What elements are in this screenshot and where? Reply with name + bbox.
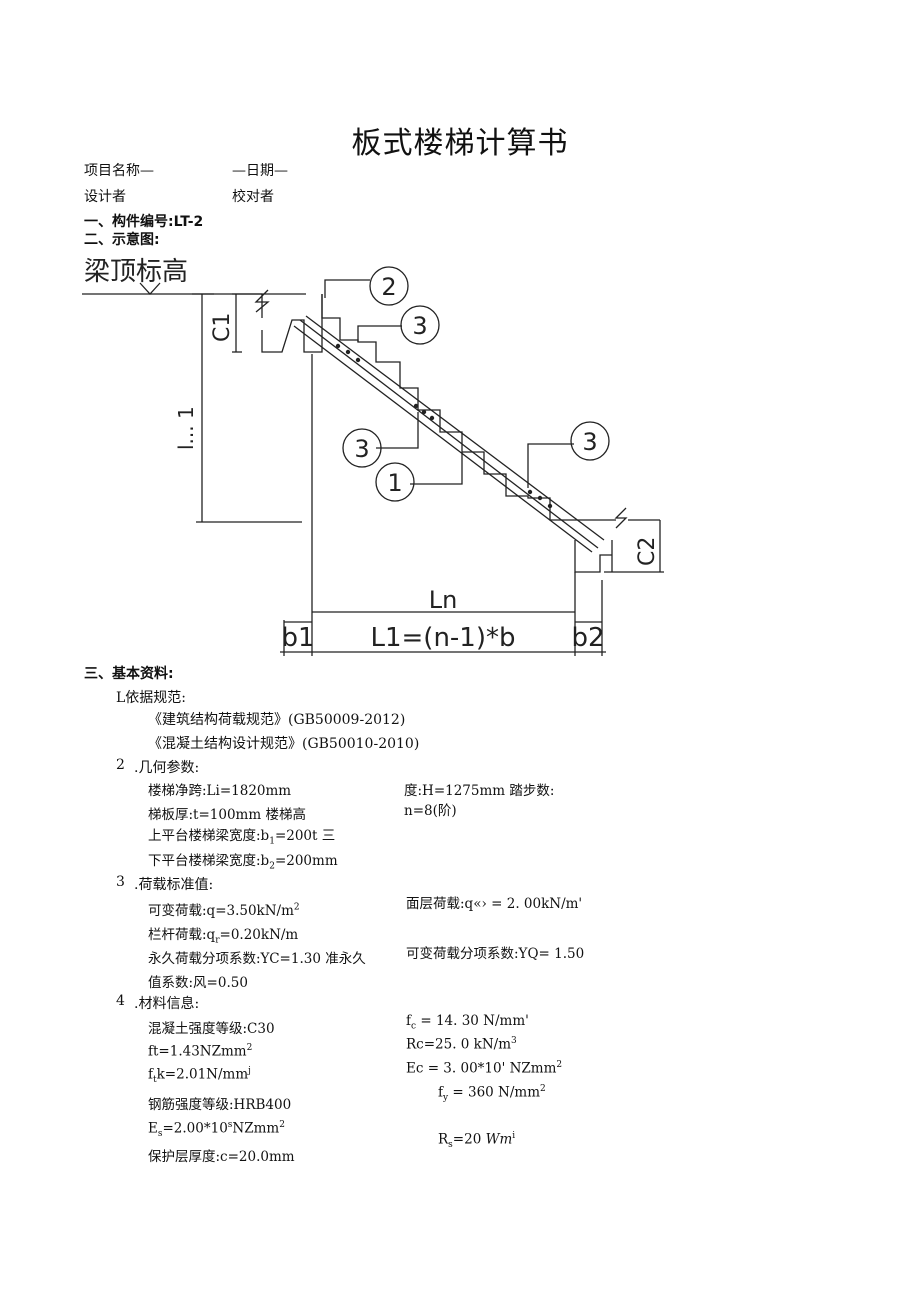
stair-slab-bottom — [299, 319, 599, 549]
stair-diagram: 梁顶标高 2 3 3 1 3 C1 C2 l... 1 Ln b1 L1=(n-… — [82, 257, 664, 656]
ft-value: ft=1.43NZmm2 — [148, 1043, 253, 1060]
b2-label: b2 — [571, 623, 604, 653]
surface-load: 面层荷载:q«› = 2. 00kN/m' — [406, 896, 583, 912]
leader-2 — [324, 279, 370, 298]
lower-break-mark — [614, 507, 628, 529]
level-triangle-icon — [139, 282, 161, 295]
quasi-permanent-factor: 值系数:风=0.50 — [148, 975, 248, 991]
rc-value: Rc=25. 0 kN/m3 — [406, 1036, 517, 1053]
designer-label: 设计者 — [84, 189, 126, 205]
callout-circle-3a — [400, 305, 440, 345]
permanent-load-factor: 永久荷载分项系数:YC=1.30 准永久 — [148, 951, 366, 967]
ftk-value: ftk=2.01N/mmj — [148, 1066, 251, 1086]
date-label: —日期— — [232, 163, 288, 179]
stair-slab-rebar — [293, 325, 593, 553]
upper-beam-outline — [261, 294, 323, 353]
stair-height: 度:H=1275mm 踏步数: — [404, 783, 555, 799]
ec-value: Ec = 3. 00*10' NZmm2 — [406, 1060, 563, 1077]
height-label: l... 1 — [174, 406, 198, 450]
geometry-heading: .几何参数: — [134, 760, 200, 776]
l1-formula-label: L1=(n-1)*b — [370, 623, 515, 653]
code-load-spec: 《建筑结构荷载规范》(GB50009-2012) — [148, 712, 406, 728]
section-basic-data-heading: 三、基本资料: — [84, 666, 174, 682]
rs-value: Rs=20 Wmi — [438, 1131, 516, 1151]
c2-label: C2 — [635, 537, 660, 566]
variable-load-factor: 可变荷载分项系数:YQ= 1.50 — [406, 946, 585, 962]
variable-load: 可变荷载:q=3.50kN/m2 — [148, 902, 300, 920]
section-diagram-heading: 二、示意图: — [84, 232, 160, 248]
steel-grade: 钢筋强度等级:HRB400 — [148, 1097, 292, 1113]
section-component-id: 一、构件编号:LT-2 — [84, 214, 204, 230]
stair-upper-steps — [321, 294, 580, 521]
stair-span: 楼梯净跨:Li=1820mm — [148, 783, 292, 799]
callout-2-text: 2 — [381, 273, 396, 301]
slab-thickness: 梯板厚:t=100mm 楼梯高 — [148, 807, 306, 823]
callout-circle-3c — [570, 421, 610, 461]
upper-beam-width: 上平台楼梯梁宽度:b1=200t 三 — [148, 828, 336, 847]
geometry-number: 2 — [116, 757, 125, 773]
project-name-label: 项目名称— — [84, 163, 154, 179]
lower-beam-outline — [574, 519, 660, 573]
callout-circle-1 — [375, 462, 415, 502]
beam-top-label: 梁顶标高 — [84, 257, 188, 287]
callout-circle-3b — [342, 428, 382, 468]
loads-number: 3 — [116, 874, 125, 890]
callout-circle-2 — [369, 266, 409, 306]
c1-label: C1 — [210, 313, 235, 342]
fc-value: fc = 14. 30 N/mm' — [406, 1013, 529, 1032]
concrete-grade: 混凝土强度等级:C30 — [148, 1021, 275, 1037]
callout-3c-text: 3 — [582, 428, 597, 456]
callout-1-text: 1 — [387, 469, 402, 497]
step-count: n=8(阶) — [404, 803, 457, 819]
materials-number: 4 — [116, 993, 125, 1009]
railing-load: 栏杆荷载:qr=0.20kN/m — [148, 927, 299, 946]
leader-1 — [410, 452, 463, 485]
materials-heading: .材料信息: — [134, 996, 200, 1012]
basis-heading: L依据规范: — [116, 690, 187, 706]
ln-label: Ln — [429, 586, 458, 614]
checker-label: 校对者 — [232, 189, 274, 205]
leader-3c — [527, 443, 574, 488]
es-value: Es=2.00*10sNZmm2 — [148, 1120, 285, 1140]
b1-label: b1 — [281, 623, 314, 653]
page-title: 板式楼梯计算书 — [351, 126, 569, 161]
code-concrete-spec: 《混凝土结构设计规范》(GB50010-2010) — [148, 736, 420, 752]
leader-3b — [376, 412, 419, 449]
lower-beam-width: 下平台楼梯梁宽度:b2=200mm — [148, 853, 338, 872]
fy-value: fy = 360 N/mm2 — [438, 1084, 546, 1104]
callout-3b-text: 3 — [354, 435, 369, 463]
upper-break-mark — [254, 289, 270, 313]
loads-heading: .荷载标准值: — [134, 877, 214, 893]
cover-thickness: 保护层厚度:c=20.0mm — [148, 1149, 295, 1165]
leader-3a — [357, 325, 402, 342]
callout-3a-text: 3 — [412, 312, 427, 340]
